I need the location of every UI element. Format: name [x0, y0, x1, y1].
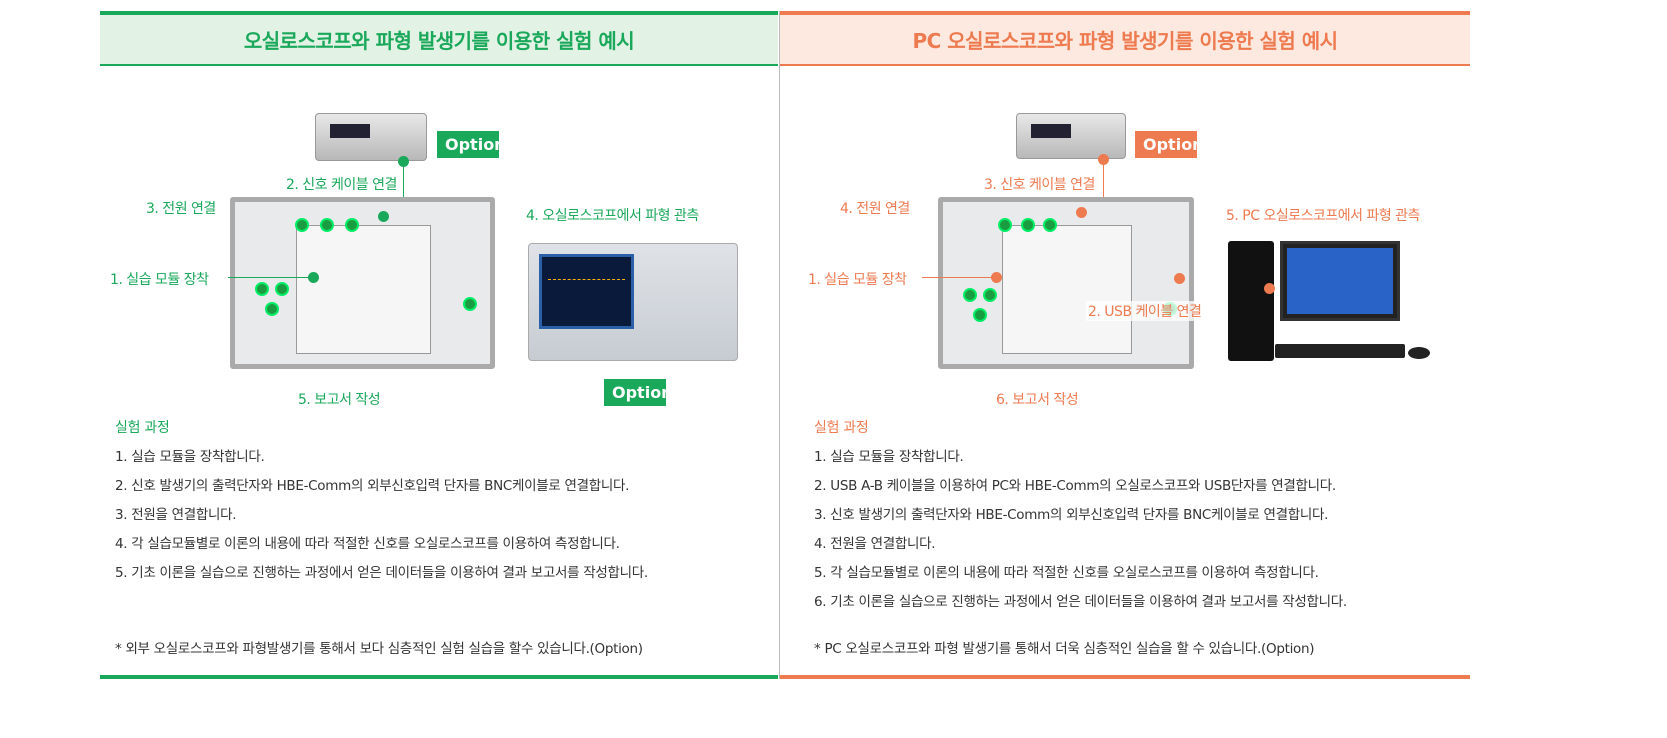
label-report: 5. 보고서 작성	[298, 392, 381, 408]
step-item: 1. 실습 모듈을 장착합니다.	[115, 449, 265, 465]
panel-title: PC 오실로스코프와 파형 발생기를 이용한 실험 예시	[780, 11, 1470, 66]
connector-dot	[1076, 207, 1087, 218]
trainer-kit-image	[230, 197, 495, 369]
oscilloscope-example-panel: 오실로스코프와 파형 발생기를 이용한 실험 예시 Option 2. 신호 케…	[100, 11, 778, 679]
keyboard-image	[1275, 344, 1405, 358]
panel-title: 오실로스코프와 파형 발생기를 이용한 실험 예시	[100, 11, 778, 66]
step-item: 6. 기초 이론을 실습으로 진행하는 과정에서 얻은 데이터들을 이용하여 결…	[814, 594, 1347, 610]
process-steps: 실험 과정 1. 실습 모듈을 장착합니다. 2. USB A-B 케이블을 이…	[814, 414, 1347, 617]
pc-oscilloscope-example-panel: PC 오실로스코프와 파형 발생기를 이용한 실험 예시 Option 3. 신…	[780, 11, 1470, 679]
option-badge: Option	[604, 379, 673, 406]
process-title: 실험 과정	[115, 420, 170, 436]
process-steps: 실험 과정 1. 실습 모듈을 장착합니다. 2. 신호 발생기의 출력단자와 …	[115, 414, 648, 588]
signal-cable-line	[403, 161, 404, 221]
connector-dot	[378, 211, 389, 222]
process-title: 실험 과정	[814, 420, 869, 436]
label-signal-cable: 2. 신호 케이블 연결	[286, 177, 397, 193]
option-badge: Option	[1135, 131, 1204, 158]
module-dot	[308, 272, 319, 283]
module-pointer-line	[922, 277, 1000, 278]
module-pointer-line	[228, 277, 313, 278]
usb-port-dot	[1174, 273, 1185, 284]
label-usb-cable: 2. USB 케이블 연결	[1086, 301, 1204, 321]
module-dot	[991, 272, 1002, 283]
step-item: 4. 각 실습모듈별로 이론의 내용에 따라 적절한 신호를 오실로스코프를 이…	[115, 536, 620, 552]
label-report: 6. 보고서 작성	[996, 392, 1079, 408]
panel-divider	[779, 11, 780, 679]
label-power: 4. 전원 연결	[840, 201, 910, 217]
monitor-image	[1280, 241, 1400, 321]
label-module-mount: 1. 실습 모듈 장착	[808, 272, 907, 288]
pc-tower-image	[1228, 241, 1274, 361]
option-badge: Option	[437, 131, 506, 158]
label-pc-observe-waveform: 5. PC 오실로스코프에서 파형 관측	[1226, 208, 1420, 224]
mouse-image	[1408, 347, 1430, 359]
oscilloscope-image	[528, 243, 738, 361]
label-module-mount: 1. 실습 모듈 장착	[110, 272, 209, 288]
label-power: 3. 전원 연결	[146, 201, 216, 217]
step-item: 2. 신호 발생기의 출력단자와 HBE-Comm의 외부신호입력 단자를 BN…	[115, 478, 630, 494]
pc-usb-dot	[1264, 283, 1275, 294]
step-item: 5. 기초 이론을 실습으로 진행하는 과정에서 얻은 데이터들을 이용하여 결…	[115, 565, 648, 581]
footnote: * PC 오실로스코프와 파형 발생기를 통해서 더욱 심층적인 실습을 할 수…	[814, 641, 1315, 657]
label-observe-waveform: 4. 오실로스코프에서 파형 관측	[526, 208, 699, 224]
function-generator-image	[315, 113, 427, 161]
step-item: 3. 전원을 연결합니다.	[115, 507, 237, 523]
step-item: 4. 전원을 연결합니다.	[814, 536, 936, 552]
step-item: 2. USB A-B 케이블을 이용하여 PC와 HBE-Comm의 오실로스코…	[814, 478, 1336, 494]
bottom-rule	[780, 675, 1470, 679]
step-item: 1. 실습 모듈을 장착합니다.	[814, 449, 964, 465]
trainer-kit-image	[938, 197, 1194, 369]
label-signal-cable: 3. 신호 케이블 연결	[984, 177, 1095, 193]
bottom-rule	[100, 675, 778, 679]
step-item: 3. 신호 발생기의 출력단자와 HBE-Comm의 외부신호입력 단자를 BN…	[814, 507, 1329, 523]
step-item: 5. 각 실습모듈별로 이론의 내용에 따라 적절한 신호를 오실로스코프를 이…	[814, 565, 1319, 581]
function-generator-image	[1016, 113, 1126, 159]
signal-cable-line	[1103, 159, 1104, 219]
footnote: * 외부 오실로스코프와 파형발생기를 통해서 보다 심층적인 실험 실습을 할…	[115, 641, 643, 657]
